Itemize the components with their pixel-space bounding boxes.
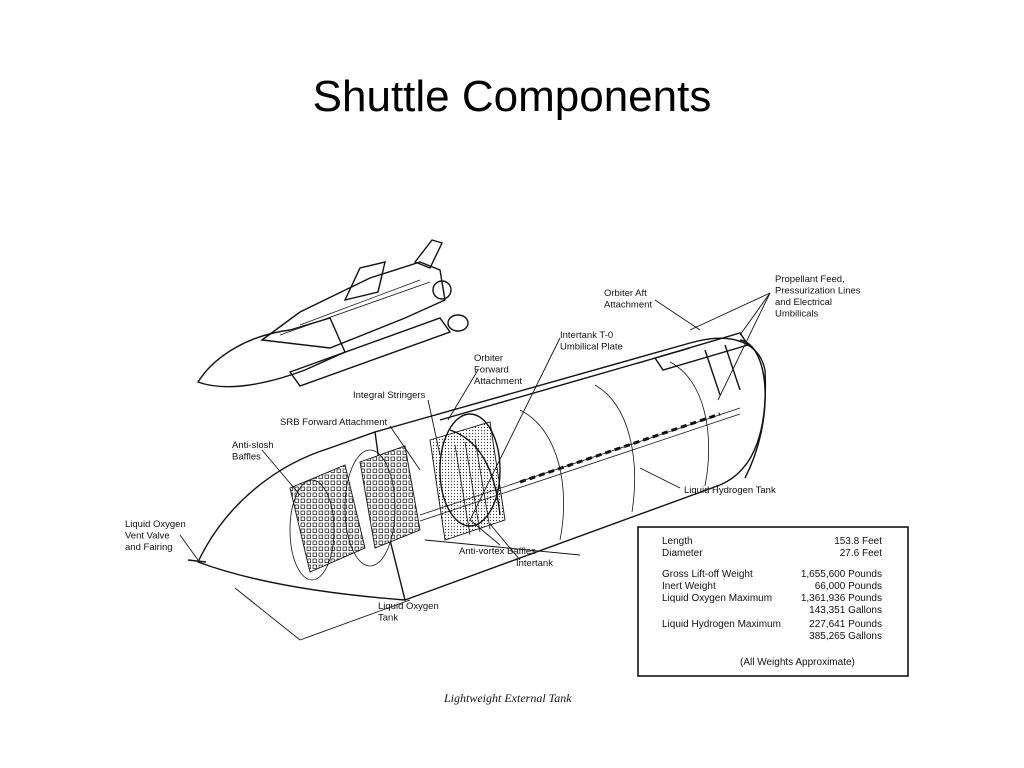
spec-value: 1,655,600 Pounds [801, 569, 882, 580]
label-line: Liquid Oxygen [125, 519, 186, 530]
spec-name: Length [662, 536, 693, 547]
leader-lines [179, 292, 771, 641]
spec-value: 27.6 Feet [840, 548, 882, 559]
specifications-box [637, 526, 909, 677]
label-intertank: Intertank [516, 558, 553, 569]
spec-value: 66,000 Pounds [815, 581, 882, 592]
spec-name: Gross Lift-off Weight [662, 569, 753, 580]
label-line: Anti-vortex Baffles [459, 546, 536, 557]
spec-value: 227,641 Pounds [809, 619, 882, 630]
label-line: Tank [378, 613, 398, 624]
label-line: Integral Stringers [353, 390, 426, 401]
label-line: Baffles [232, 452, 261, 463]
label-line: Intertank [516, 558, 553, 569]
label-line: Orbiter [474, 353, 503, 364]
spec-name: Inert Weight [662, 581, 716, 592]
label-line: and Fairing [125, 542, 173, 553]
label-line: Attachment [474, 376, 522, 387]
shuttle-stack-illustration [196, 239, 469, 388]
spec-value: 385,265 Gallons [809, 631, 882, 642]
spec-value: 143,351 Gallons [809, 605, 882, 616]
label-line: Propellant Feed, [775, 274, 845, 285]
label-line: Liquid Oxygen [378, 601, 439, 612]
label-srb-forward-attachment: SRB Forward Attachment [280, 417, 388, 428]
label-line: Liquid Hydrogen Tank [684, 485, 776, 496]
label-anti-vortex-baffles: Anti-vortex Baffles [459, 546, 536, 557]
label-line: and Electrical [775, 297, 832, 308]
spec-value: 153.8 Feet [834, 536, 882, 547]
spec-name: Liquid Oxygen Maximum [662, 593, 772, 604]
label-liquid-hydrogen-tank: Liquid Hydrogen Tank [684, 485, 776, 496]
label-integral-stringers: Integral Stringers [353, 390, 426, 401]
label-line: SRB Forward Attachment [280, 417, 388, 428]
label-line: Vent Valve [125, 531, 170, 542]
slide-title: Shuttle Components [312, 72, 712, 121]
label-line: Umbilical Plate [560, 342, 623, 353]
label-line: Anti-slosh [232, 440, 274, 451]
external-tank-cutaway [187, 332, 767, 601]
label-line: Orbiter Aft [604, 288, 647, 299]
spec-name: Liquid Hydrogen Maximum [662, 619, 781, 630]
label-line: Pressurization Lines [775, 286, 861, 297]
spec-value: 1,361,936 Pounds [801, 593, 882, 604]
specifications-note: (All Weights Approximate) [740, 657, 855, 668]
label-line: Attachment [604, 300, 652, 311]
label-line: Intertank T-0 [560, 330, 613, 341]
spec-name: Diameter [662, 548, 703, 559]
label-line: Umbilicals [775, 309, 819, 320]
label-line: Forward [474, 365, 509, 376]
diagram-caption: Lightweight External Tank [443, 691, 572, 705]
